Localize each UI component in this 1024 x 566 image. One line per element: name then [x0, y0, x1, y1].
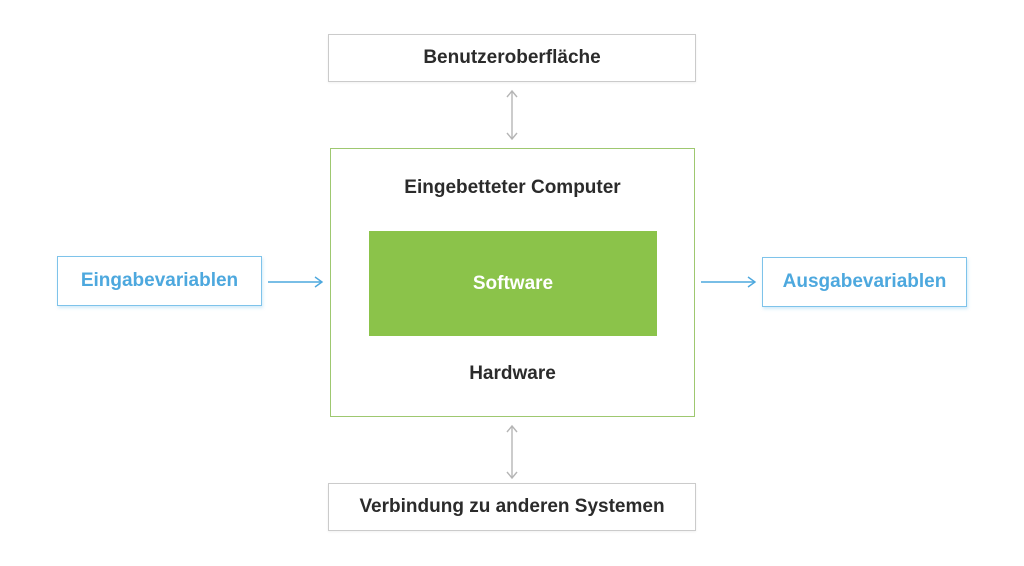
arrow-right-icon [268, 276, 324, 288]
embedded-computer-label: Eingebetteter Computer [404, 177, 621, 198]
embedded-computer-box: Eingebetteter Computer Software Hardware [330, 148, 695, 417]
output-variables-label: Ausgabevariablen [782, 271, 947, 292]
external-systems-box: Verbindung zu anderen Systemen [328, 483, 696, 531]
arrow-up-down-icon [506, 89, 518, 141]
user-interface-box: Benutzeroberfläche [328, 34, 696, 82]
hardware-label: Hardware [469, 363, 556, 384]
output-variables-box: Ausgabevariablen [762, 257, 967, 307]
external-systems-label: Verbindung zu anderen Systemen [359, 496, 665, 517]
software-label: Software [472, 272, 554, 294]
arrow-right-icon [701, 276, 757, 288]
software-box: Software [369, 231, 657, 336]
input-variables-box: Eingabevariablen [57, 256, 262, 306]
input-variables-label: Eingabevariablen [80, 270, 239, 291]
user-interface-label: Benutzeroberfläche [423, 47, 601, 68]
arrow-up-down-icon [506, 424, 518, 480]
